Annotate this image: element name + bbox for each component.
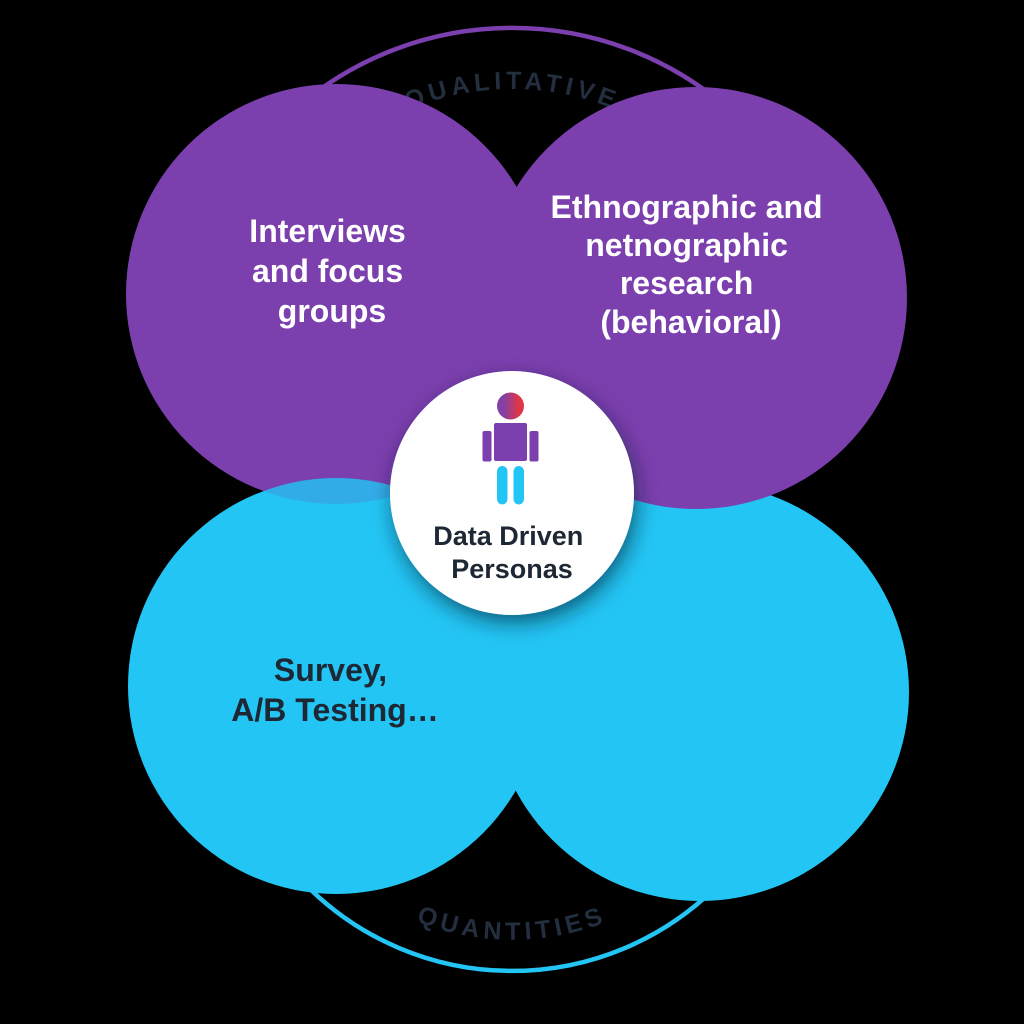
label-line: Survey, [274, 652, 387, 688]
bottom-right-circle [491, 483, 909, 901]
qualitative-arc [298, 25, 726, 107]
center-circle [390, 371, 634, 615]
label-line: and focus [252, 253, 403, 289]
label-line: groups [278, 293, 386, 329]
label-line: Ethnographic and [551, 189, 823, 225]
quantities-arc [308, 887, 716, 974]
label-line: A/B Testing… [231, 692, 438, 728]
top-right-circle-label: Ethnographic and netnographic research (… [551, 189, 832, 340]
bottom-left-circle-label: Survey, A/B Testing… [231, 652, 438, 728]
person-arm-left [482, 431, 492, 462]
label-line: Interviews [249, 213, 406, 249]
person-leg-left [497, 466, 508, 505]
person-head [497, 392, 524, 420]
label-line: netnographic [585, 227, 788, 263]
person-leg-right [513, 466, 524, 505]
center-circle-label: Data Driven Personas [433, 521, 591, 584]
label-line: (behavioral) [600, 304, 781, 340]
label-line: research [620, 265, 753, 301]
person-arm-right [529, 431, 539, 462]
label-line: Data Driven [433, 521, 583, 551]
label-line: Personas [451, 554, 573, 584]
person-icon [482, 392, 539, 505]
top-left-circle-label: Interviews and focus groups [249, 213, 414, 329]
person-torso [494, 423, 527, 461]
